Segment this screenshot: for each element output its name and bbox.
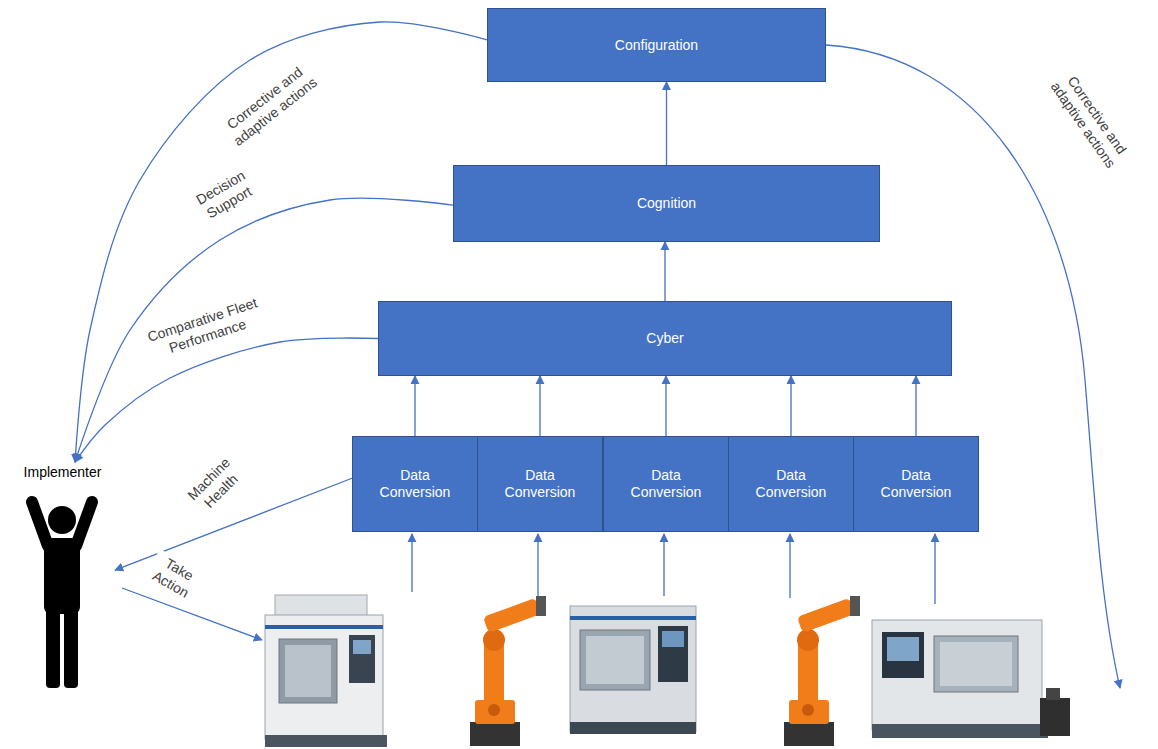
robot-arm (850, 596, 860, 616)
connector-label: Machine Health (177, 447, 253, 523)
node-label: Data Conversion (745, 467, 837, 501)
connector-label: Corrective and adaptive actions (209, 52, 331, 158)
flow-connector (115, 478, 352, 570)
person-leg (64, 608, 78, 688)
robot-arm (797, 598, 855, 633)
node-label: Data Conversion (369, 467, 461, 501)
robot-arm (802, 704, 814, 716)
robot-arm (797, 629, 819, 651)
node-label: Cognition (637, 195, 696, 212)
layer-box: Cognition (453, 165, 880, 242)
cnc-lathe (570, 606, 696, 734)
node-label: Data Conversion (494, 467, 586, 501)
cnc-lathe (662, 631, 684, 647)
cnc-lathe (586, 636, 644, 684)
robot-arm (784, 722, 834, 746)
person-head (48, 506, 76, 534)
horizontal-lathe (882, 632, 924, 678)
flow-connector (915, 376, 916, 436)
person-torso (44, 538, 80, 614)
flow-connector (790, 376, 791, 436)
robot-arm (483, 598, 541, 633)
node-caption: Implementer (24, 464, 102, 481)
flow-connector (414, 376, 415, 436)
machine-data-arrow (789, 534, 790, 598)
flow-connector (75, 338, 378, 462)
cnc-lathe (570, 616, 696, 620)
layer-box: Configuration (487, 8, 826, 82)
horizontal-lathe (872, 724, 1048, 738)
machine-data-arrow (411, 534, 412, 592)
flow-connector (666, 82, 667, 165)
horizontal-lathe (887, 637, 919, 661)
robot-arm (470, 722, 520, 746)
node-label: Cyber (646, 330, 683, 347)
flow-connector (539, 376, 540, 436)
person-figure (10, 462, 115, 692)
conversion-box: Data Conversion (853, 436, 979, 532)
conversion-box: Data Conversion (728, 436, 854, 532)
robot-arm (483, 629, 505, 651)
horizontal-lathe (872, 620, 1070, 738)
robot-arm (470, 596, 546, 746)
conversion-box: Data Conversion (352, 436, 478, 532)
person-figure (32, 502, 92, 688)
horizontal-lathe (934, 636, 1018, 692)
cnc-lathe (658, 626, 688, 682)
cnc-lathe (580, 630, 650, 690)
conversion-box: Data Conversion (477, 436, 603, 532)
cnc-machine (265, 615, 383, 739)
robot-arm (784, 596, 860, 746)
node-label: Data Conversion (620, 467, 712, 501)
cnc-machine (265, 595, 387, 747)
person-leg (46, 608, 60, 688)
machine-data-arrow (537, 534, 538, 598)
flow-connector (75, 22, 487, 462)
machine-data-arrow (412, 534, 935, 604)
cnc-machine (265, 625, 383, 629)
cnc-machine (279, 639, 337, 703)
cnc-lathe (570, 722, 696, 734)
machine-data-arrow (663, 534, 664, 596)
cnc-lathe (570, 606, 696, 732)
connector-label: Comparative Fleet Performance (131, 290, 278, 366)
cnc-machine (285, 645, 331, 697)
conversion-box: Data Conversion (603, 436, 729, 532)
node-label: Data Conversion (870, 467, 962, 501)
arrow-label: Take Action (143, 549, 207, 605)
robot-arm (488, 704, 500, 716)
arrow-label: Corrective and adaptive actions (1039, 58, 1141, 183)
cnc-machine (265, 735, 387, 747)
flow-connector (664, 242, 665, 301)
node-label: Configuration (615, 37, 698, 54)
cnc-machine (349, 635, 375, 683)
horizontal-lathe (872, 620, 1042, 730)
horizontal-lathe (1040, 698, 1070, 736)
machine-data-arrow (934, 534, 935, 604)
horizontal-lathe (940, 642, 1012, 686)
flow-connector (665, 376, 666, 436)
person-node: Implementer (10, 462, 115, 692)
horizontal-lathe (1046, 688, 1060, 700)
connector-label: Decision Support (185, 162, 266, 228)
robot-arm (536, 596, 546, 616)
cnc-machine (353, 640, 371, 654)
layer-box: Cyber (378, 301, 952, 376)
